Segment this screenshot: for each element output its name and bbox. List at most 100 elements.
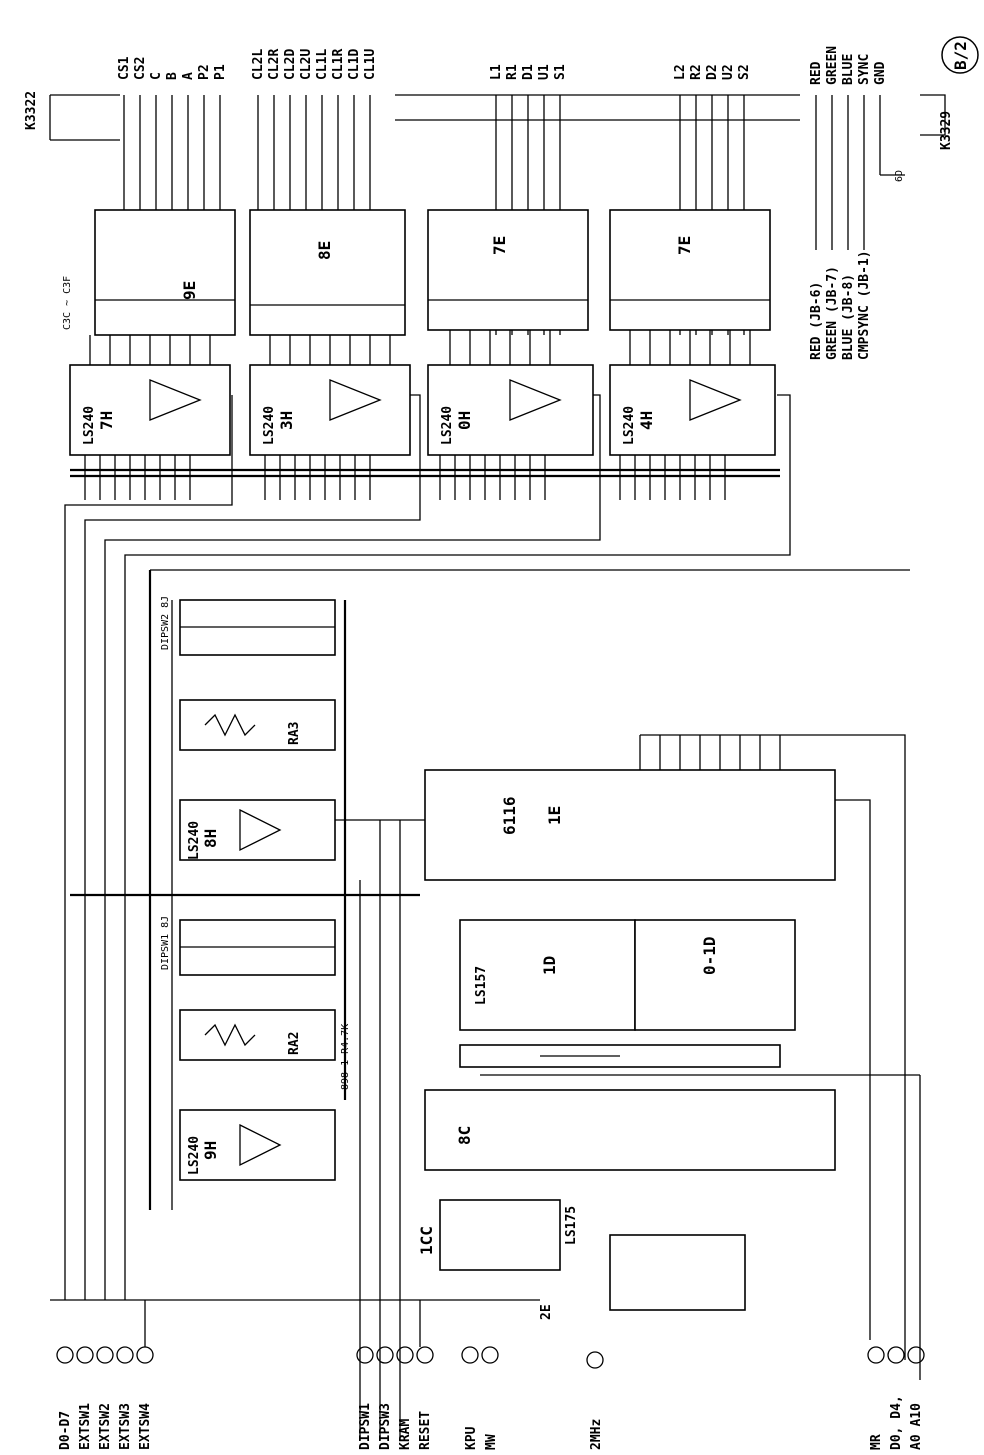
top-output-group4: L2 R2 D2 U2 S2	[673, 64, 752, 80]
svg-text:KRAM: KRAM	[398, 1419, 413, 1450]
chip-9h: LS240 9H	[179, 1109, 336, 1181]
signal-label: R2	[689, 64, 704, 80]
chip-ra2: RA2	[179, 1009, 336, 1061]
chip-4h: LS240 4H	[609, 364, 776, 456]
signal-label: A	[181, 72, 196, 80]
top-output-video: RED GREEN BLUE SYNC GND	[809, 46, 888, 85]
left-bus-columns	[70, 569, 910, 1440]
svg-text:D0-D7: D0-D7	[58, 1411, 73, 1450]
pin-label: 6D	[894, 170, 905, 182]
left-signal-connectors	[50, 1299, 540, 1364]
svg-text:8E: 8E	[315, 241, 334, 260]
svg-text:0H: 0H	[455, 411, 474, 430]
chip-7e-b: 7E	[609, 209, 771, 331]
signal-label: P2	[197, 64, 212, 80]
chip-1cc: LS175 1CC	[417, 1199, 579, 1271]
svg-text:7E: 7E	[490, 236, 509, 255]
svg-text:3H: 3H	[277, 411, 296, 430]
svg-text:EXTSW2: EXTSW2	[98, 1403, 113, 1450]
signal-label: CL2D	[283, 49, 298, 80]
svg-text:RA2: RA2	[287, 1032, 302, 1055]
signal-label: C	[149, 72, 164, 80]
svg-text:2MHz: 2MHz	[589, 1419, 604, 1450]
svg-text:4H: 4H	[637, 411, 656, 430]
svg-text:A0 A10: A0 A10	[909, 1403, 924, 1450]
top-output-group3: L1 R1 D1 U1 S1	[489, 64, 568, 80]
svg-text:1CC: 1CC	[417, 1226, 436, 1255]
svg-text:RESET: RESET	[418, 1411, 433, 1450]
svg-text:LS175: LS175	[564, 1206, 579, 1245]
signal-label: CL2U	[299, 49, 314, 80]
signal-label: L1	[489, 64, 504, 80]
signal-label: CL1L	[315, 49, 330, 80]
svg-text:1E: 1E	[545, 806, 564, 825]
connector-label: K3329	[939, 111, 954, 150]
signal-label: BLUE	[841, 54, 856, 85]
svg-text:7E: 7E	[675, 236, 694, 255]
connector-top-left: K3322	[24, 91, 39, 130]
svg-text:6116: 6116	[500, 796, 519, 835]
note-label: C3C ~ C3F	[62, 276, 73, 330]
svg-text:BLUE (JB-8): BLUE (JB-8)	[841, 274, 856, 360]
resistor-strip	[459, 1044, 781, 1068]
signal-label: B	[165, 72, 180, 80]
svg-text:1D: 1D	[540, 956, 559, 975]
svg-text:LS240: LS240	[622, 406, 637, 445]
top-output-group2: CL2L CL2R CL2D CL2U CL1L CL1R CL1D CL1U	[251, 49, 378, 80]
signal-label: RED	[809, 61, 824, 85]
signal-label: L2	[673, 64, 688, 80]
svg-text:GREEN (JB-7): GREEN (JB-7)	[825, 266, 840, 360]
svg-text:DIPSW1: DIPSW1	[358, 1403, 373, 1450]
signal-label: CL1R	[331, 49, 346, 80]
svg-text:LS157: LS157	[474, 966, 489, 1005]
svg-text:CMPSYNC (JB-1): CMPSYNC (JB-1)	[857, 250, 872, 360]
chip-1d: LS157 1D	[459, 919, 636, 1031]
chip-8c: 8C	[424, 1089, 836, 1171]
chip-6116: 6116 1E	[424, 734, 906, 1360]
signal-label: CS1	[117, 56, 132, 80]
chip-2e: 2E	[539, 1234, 746, 1320]
svg-text:LS240: LS240	[82, 406, 97, 445]
left-signal-labels: D0-D7 EXTSW1 EXTSW2 EXTSW3 EXTSW4 DIPSW1…	[58, 1403, 433, 1450]
signal-label: R1	[505, 64, 520, 80]
svg-text:7H: 7H	[97, 411, 116, 430]
bottom-signal-labels: KPU MW 2MHz MR D0, D4, A0 A10	[461, 1346, 925, 1450]
chip-dipsw-i: DIPSW1 8J	[160, 916, 336, 976]
top-output-group1: CS1 CS2 C B A P2 P1	[117, 56, 228, 80]
svg-text:0-1D: 0-1D	[700, 936, 719, 975]
svg-text:MW: MW	[484, 1434, 499, 1450]
signal-label: SYNC	[857, 54, 872, 85]
signal-label: CL2L	[251, 49, 266, 80]
signal-label: U2	[721, 64, 736, 80]
chip-0h: LS240 0H	[427, 364, 594, 456]
signal-label: D2	[705, 64, 720, 80]
svg-text:9E: 9E	[180, 281, 199, 300]
svg-text:EXTSW1: EXTSW1	[78, 1403, 93, 1450]
signal-label: CL1D	[347, 49, 362, 80]
signal-label: CL1U	[363, 49, 378, 80]
svg-text:EXTSW4: EXTSW4	[138, 1403, 153, 1450]
svg-text:DIPSW3: DIPSW3	[378, 1403, 393, 1450]
chip-8h: LS240 8H	[179, 799, 336, 861]
chip-ra3: RA3	[179, 699, 336, 751]
svg-text:8C: 8C	[455, 1126, 474, 1145]
signal-label: GND	[873, 61, 888, 85]
chip-3h: LS240 3H	[249, 364, 411, 456]
buffer-input-bus	[64, 394, 791, 1300]
svg-text:LS240: LS240	[187, 821, 202, 860]
chip-8e: 8E	[249, 209, 406, 336]
svg-text:D0, D4,: D0, D4,	[889, 1395, 904, 1450]
signal-label: CL2R	[267, 49, 282, 80]
chip-dipsw-j: DIPSW2 8J	[160, 596, 336, 656]
svg-text:RA3: RA3	[287, 722, 302, 745]
svg-text:2E: 2E	[539, 1304, 554, 1320]
svg-text:8H: 8H	[201, 829, 220, 848]
signal-label: S2	[737, 64, 752, 80]
svg-text:9H: 9H	[201, 1141, 220, 1160]
signal-label: S1	[553, 64, 568, 80]
connector-label: K3322	[24, 91, 39, 130]
chip-0d: 0-1D	[634, 919, 796, 1031]
signal-label: D1	[521, 64, 536, 80]
signal-label: U1	[537, 64, 552, 80]
